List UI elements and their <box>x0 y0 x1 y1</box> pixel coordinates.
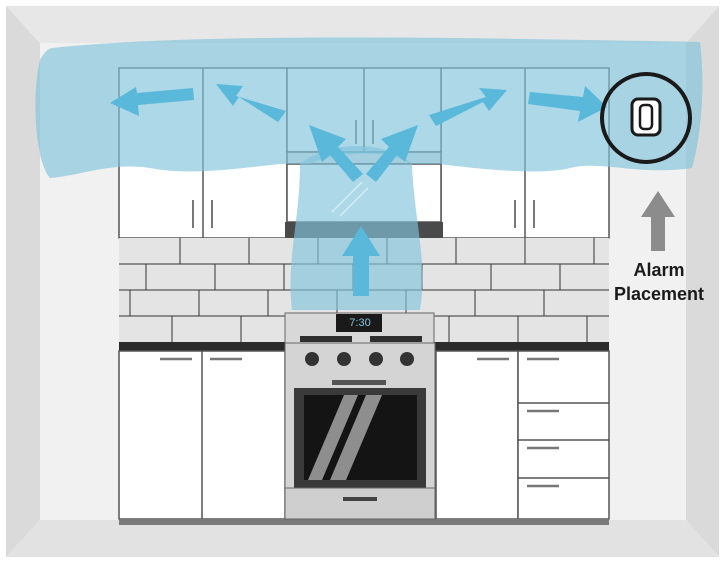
smoke-alarm-icon <box>632 99 660 135</box>
alarm-label-line2: Placement <box>603 282 715 306</box>
alarm-placement-label: Alarm Placement <box>603 258 715 306</box>
ceiling <box>6 6 719 43</box>
left-wall <box>6 6 40 557</box>
floor <box>6 520 719 557</box>
stove <box>285 313 435 519</box>
alarm-label-line1: Alarm <box>603 258 715 282</box>
oven-clock-text: 7:30 <box>338 315 382 331</box>
